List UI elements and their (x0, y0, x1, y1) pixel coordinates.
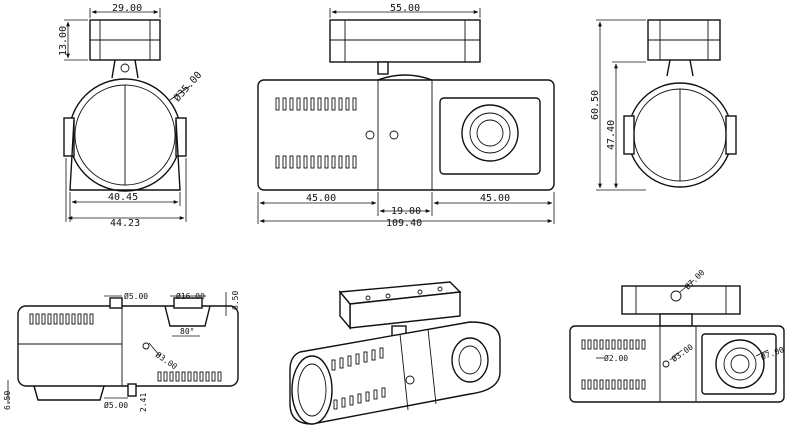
bl-dim-f: Ø5.00 (104, 400, 128, 410)
bottom-left-view: Ø5.00 Ø16.00 6.50 Ø3.00 80° 6.50 Ø5.00 2… (3, 291, 240, 412)
bl-dim-a: Ø5.00 (124, 291, 148, 301)
front-dim-width-inner: 40.45 (108, 192, 138, 203)
bottom-right-view: Ø7.00 Ø2.00 Ø3.00 Ø7.00 (569, 267, 785, 403)
bl-dim-b: Ø16.00 (176, 291, 205, 301)
front-dim-width-outer: 44.23 (110, 218, 140, 229)
front-dim-height-top: 13.00 (58, 26, 69, 56)
iso-body (289, 321, 501, 425)
top-dim-left-len: 45.00 (306, 193, 336, 204)
side-dim-height-total: 60.50 (590, 90, 601, 120)
bl-dim-g: 2.41 (139, 393, 148, 412)
br-mount-block (621, 285, 741, 315)
bl-angle: 80° (180, 327, 194, 336)
top-dim-mount-width: 55.00 (390, 3, 420, 14)
bl-dim-e: 6.50 (3, 391, 12, 410)
front-dim-diameter: Ø35.00 (171, 69, 204, 104)
front-view: 29.00 13.00 Ø35.00 40.45 44.23 (58, 3, 204, 229)
top-mount-block (329, 19, 481, 63)
bl-dim-c: 6.50 (231, 291, 240, 310)
side-view: 60.50 47.40 (590, 19, 737, 191)
isometric-view (289, 281, 501, 425)
front-dim-width-top: 29.00 (112, 3, 142, 14)
iso-lens (451, 337, 489, 383)
top-dim-mid-len: 19.00 (391, 206, 421, 217)
top-vents-left (275, 97, 357, 169)
br-dim-b: Ø2.00 (604, 353, 628, 363)
top-dim-total-len: 109.40 (386, 218, 422, 229)
top-dim-right-len: 45.00 (480, 193, 510, 204)
side-dim-height-body: 47.40 (606, 120, 617, 150)
br-lens (715, 339, 765, 389)
top-view: 55.00 45.00 19.00 45.00 109.40 (257, 3, 555, 229)
bl-vents (29, 313, 222, 382)
